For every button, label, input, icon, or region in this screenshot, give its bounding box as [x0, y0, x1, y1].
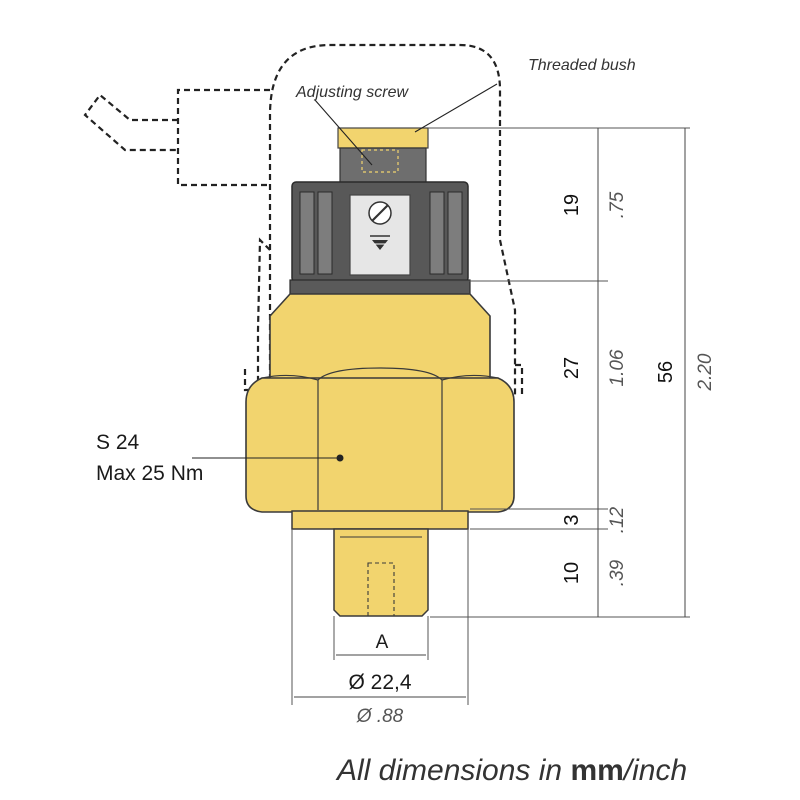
screw-hidden-outline [361, 149, 399, 173]
dim-3-mm: 3 [561, 514, 583, 525]
dim-3-inch: .12 [607, 506, 628, 533]
dim-27-mm: 27 [561, 357, 583, 379]
units-footer: All dimensions in mm/inch [335, 754, 687, 787]
footer-unit-inch: inch [632, 754, 687, 787]
thread-label: A [376, 632, 389, 653]
dim-56-inch: 2.20 [695, 353, 716, 391]
dimension-lines [294, 128, 686, 698]
threaded-bush-label: Threaded bush [528, 57, 636, 74]
grey-cap [289, 181, 471, 295]
threaded-bush [337, 127, 429, 149]
bore-hidden-outline [367, 562, 395, 617]
footer-prefix: All dimensions in [335, 754, 570, 787]
footer-separator: / [622, 754, 635, 787]
torque-label: Max 25 Nm [96, 462, 203, 485]
dim-19-mm: 19 [561, 194, 583, 216]
leader-dot [336, 454, 344, 462]
hex-size-label: S 24 [96, 431, 140, 454]
dim-27-inch: 1.06 [607, 349, 628, 386]
hex-nut [245, 367, 515, 513]
adjusting-screw-label: Adjusting screw [295, 84, 409, 101]
adjusting-screw-icon [368, 201, 392, 250]
footer-unit-mm: mm [570, 754, 623, 787]
upper-body [269, 293, 491, 381]
connector-outline [83, 43, 524, 395]
dim-10-inch: .39 [607, 559, 628, 586]
dim-10-mm: 10 [561, 562, 583, 584]
thread-stem [333, 528, 429, 617]
dim-19-inch: .75 [607, 191, 628, 218]
leader-lines [192, 83, 498, 459]
diameter-inch-label: Ø .88 [356, 706, 404, 727]
diameter-mm-label: Ø 22,4 [348, 671, 411, 694]
collar [291, 510, 469, 530]
dim-56-mm: 56 [655, 361, 677, 383]
extension-lines [291, 127, 690, 705]
